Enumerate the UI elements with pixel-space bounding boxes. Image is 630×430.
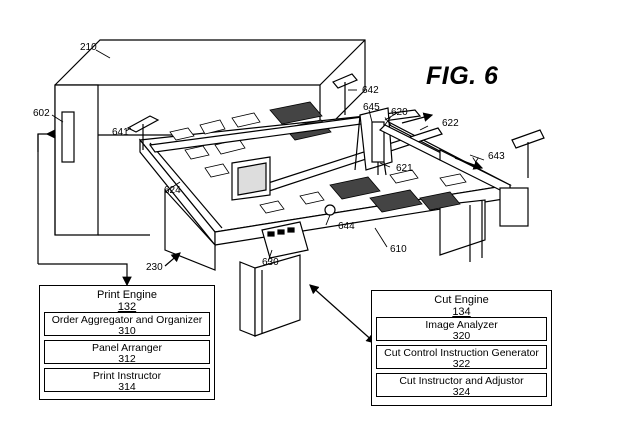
leader-lines <box>51 49 485 263</box>
print-engine-number: 132 <box>117 301 137 313</box>
engine-connectors <box>37 129 376 344</box>
module-order-aggregator: Order Aggregator and Organizer 310 <box>44 312 210 337</box>
figure-label: FIG. 6 <box>426 62 499 90</box>
axis-x-label: X <box>384 116 392 128</box>
control-panel <box>261 221 309 259</box>
ref-621: 621 <box>396 163 413 174</box>
module-label: Print Instructor <box>92 370 162 382</box>
ref-641: 641 <box>112 127 129 138</box>
module-number: 324 <box>452 386 471 398</box>
ref-645: 645 <box>363 102 380 113</box>
module-label: Panel Arranger <box>91 342 163 354</box>
ref-230: 230 <box>146 262 163 273</box>
module-cut-control-instruction-generator: Cut Control Instruction Generator 322 <box>376 345 547 370</box>
ref-210: 210 <box>80 42 97 53</box>
ref-643: 643 <box>488 151 505 162</box>
module-number: 314 <box>118 381 136 393</box>
ref-630: 630 <box>262 257 279 268</box>
cut-engine-title: Cut Engine <box>434 294 489 306</box>
ref-602: 602 <box>33 108 50 119</box>
ref-644: 644 <box>338 221 355 232</box>
cameras <box>126 73 545 216</box>
module-label: Cut Control Instruction Generator <box>384 347 539 359</box>
module-panel-arranger: Panel Arranger 312 <box>44 340 210 365</box>
module-label: Order Aggregator and Organizer <box>51 314 203 326</box>
ref-624: 624 <box>164 185 181 196</box>
ref-620: 620 <box>391 107 408 118</box>
gantry <box>148 107 529 227</box>
module-print-instructor: Print Instructor 314 <box>44 368 210 393</box>
module-cut-instructor-adjustor: Cut Instructor and Adjustor 324 <box>376 373 547 398</box>
module-label: Image Analyzer <box>425 319 498 331</box>
axis-y-label: Y <box>472 156 480 168</box>
cut-engine-number: 134 <box>452 306 471 318</box>
module-number: 310 <box>118 325 136 337</box>
ref-622: 622 <box>442 118 459 129</box>
module-number: 320 <box>452 330 471 342</box>
material-pieces <box>169 101 467 214</box>
print-engine-title: Print Engine <box>97 289 157 301</box>
module-number: 322 <box>452 358 471 370</box>
module-label: Cut Instructor and Adjustor <box>399 375 524 387</box>
ref-642: 642 <box>362 85 379 96</box>
module-number: 312 <box>118 353 136 365</box>
module-image-analyzer: Image Analyzer 320 <box>376 317 547 342</box>
ref-610: 610 <box>390 244 407 255</box>
